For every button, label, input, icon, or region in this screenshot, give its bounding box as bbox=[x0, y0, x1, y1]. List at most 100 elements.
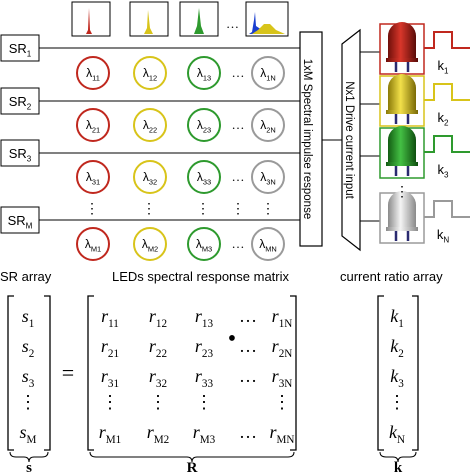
led-rim bbox=[386, 162, 418, 166]
lambda-circle bbox=[76, 160, 110, 194]
s-vector-entry: sM bbox=[20, 422, 37, 446]
lambda-label: λ2N bbox=[260, 118, 276, 134]
s-underbrace bbox=[9, 451, 49, 463]
r-matrix-entry: ⋮ bbox=[101, 392, 119, 412]
k-vector-left-bracket bbox=[377, 295, 384, 451]
lambda-circle bbox=[133, 108, 167, 142]
led-ellipsis: ⋮ bbox=[395, 185, 409, 200]
equals-sign: = bbox=[62, 360, 74, 385]
led-rim bbox=[386, 110, 418, 114]
vdots-col2: ⋮ bbox=[142, 202, 156, 217]
r-matrix-entry: r23 bbox=[195, 336, 214, 360]
led-dome bbox=[388, 191, 416, 229]
lambda-label: λMN bbox=[259, 237, 277, 253]
lambda-ellipsis: … bbox=[232, 117, 245, 132]
matrix-title: LEDs spectral response matrix bbox=[112, 269, 290, 284]
lambda-circle bbox=[251, 227, 285, 261]
spectrum-boxes: … bbox=[71, 1, 289, 37]
s-vector-entry: s2 bbox=[22, 336, 35, 360]
spectrum-yellow-box bbox=[129, 1, 169, 37]
lambda-circle bbox=[187, 160, 221, 194]
r-underbrace bbox=[89, 451, 295, 463]
r-matrix-right-bracket bbox=[290, 295, 297, 451]
vdots-col3: ⋮ bbox=[196, 202, 210, 217]
r-matrix-entry: … bbox=[239, 306, 257, 326]
lambda-label: λ23 bbox=[197, 118, 211, 134]
lambda-label: λM1 bbox=[85, 237, 101, 253]
r-matrix-entry: rM3 bbox=[193, 422, 216, 446]
lambda-circle bbox=[133, 56, 167, 90]
k-vector-entry: kN bbox=[389, 422, 405, 446]
lambda-label: λ21 bbox=[86, 118, 100, 134]
vdots-colN: ⋮ bbox=[261, 202, 275, 217]
dot-operator: • bbox=[228, 326, 236, 352]
lambda-circle bbox=[251, 56, 285, 90]
lambda-circle bbox=[76, 227, 110, 261]
lambda-label: λ32 bbox=[143, 170, 157, 186]
vdots-col1: ⋮ bbox=[85, 202, 99, 217]
r-matrix-entry: r2N bbox=[272, 336, 293, 360]
pwm-waveform bbox=[424, 200, 470, 218]
sr-array-title: SR array bbox=[0, 269, 52, 284]
r-matrix-entry: r31 bbox=[101, 366, 119, 390]
sr-label: SR2 bbox=[9, 94, 32, 112]
r-matrix-entry: … bbox=[239, 366, 257, 386]
lambda-circle bbox=[187, 227, 221, 261]
r-matrix-entry: ⋮ bbox=[195, 392, 213, 412]
impulse-response-box: 1xM Spectral impulse response bbox=[299, 31, 323, 247]
r-matrix-entry: rM2 bbox=[147, 422, 170, 446]
s-vector-name: s bbox=[26, 460, 32, 474]
r-matrix-entry: r3N bbox=[272, 366, 293, 390]
k-vector-entry: k1 bbox=[390, 306, 404, 330]
led-dome bbox=[388, 22, 416, 60]
lambda-circle bbox=[187, 56, 221, 90]
lambda-label: λ31 bbox=[86, 170, 100, 186]
r-matrix-entry: r21 bbox=[101, 336, 119, 360]
k-label: k2 bbox=[438, 110, 450, 128]
lambda-label: λ12 bbox=[143, 66, 157, 82]
pwm-waveform bbox=[424, 135, 470, 153]
k-vector-name: k bbox=[394, 460, 403, 474]
sr-label: SRM bbox=[8, 213, 33, 231]
k-vector-entry: k3 bbox=[390, 366, 404, 390]
led-rim bbox=[386, 58, 418, 62]
k-label: k3 bbox=[438, 162, 450, 180]
k-vector-right-bracket bbox=[412, 295, 419, 451]
s-vector-entry: s1 bbox=[22, 306, 35, 330]
s-vector-left-bracket bbox=[7, 295, 14, 451]
r-matrix-entry: r32 bbox=[149, 366, 167, 390]
r-matrix-entry: … bbox=[239, 422, 257, 442]
vdots-col-mid: ⋮ bbox=[231, 202, 245, 217]
r-matrix-entry: rMN bbox=[270, 422, 295, 446]
spectrum-red-box bbox=[71, 1, 111, 37]
lambda-label: λM2 bbox=[142, 237, 158, 253]
r-matrix-entry: rM1 bbox=[99, 422, 122, 446]
drive-current-label: Nx1 Drive current input bbox=[343, 81, 355, 199]
current-ratio-title: current ratio array bbox=[340, 269, 443, 284]
lambda-ellipsis: … bbox=[232, 169, 245, 184]
lambda-label: λ11 bbox=[86, 66, 100, 82]
r-matrix-entry: ⋮ bbox=[149, 392, 167, 412]
r-matrix-left-bracket bbox=[87, 295, 94, 451]
lambda-label: λ1N bbox=[260, 66, 276, 82]
spectrum-white-box bbox=[245, 1, 289, 37]
lambda-label: λ22 bbox=[143, 118, 157, 134]
sr-box bbox=[0, 139, 40, 167]
r-matrix-entry: r11 bbox=[101, 306, 119, 330]
lambda-circle bbox=[76, 108, 110, 142]
lambda-label: λ3N bbox=[260, 170, 276, 186]
r-matrix-entry: … bbox=[239, 336, 257, 356]
k-underbrace bbox=[379, 451, 417, 463]
spectrum-green-box bbox=[179, 1, 219, 37]
lambda-circle bbox=[251, 160, 285, 194]
s-vector-entry: ⋮ bbox=[19, 392, 37, 412]
pwm-waveform bbox=[424, 31, 470, 49]
r-matrix-entry: r22 bbox=[149, 336, 167, 360]
k-label: kN bbox=[437, 227, 450, 245]
led-rim bbox=[386, 227, 418, 231]
